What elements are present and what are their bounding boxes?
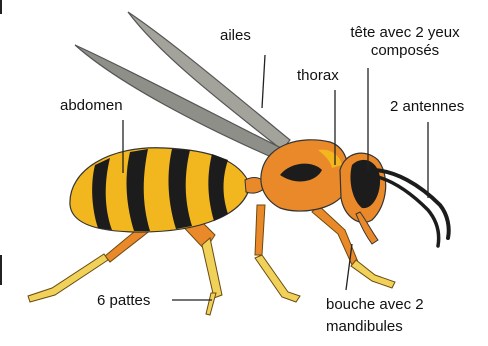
leg-mid-tibia <box>255 255 300 302</box>
label-head: tête avec 2 yeux composés <box>335 24 475 60</box>
leg-hind2-tibia <box>28 254 108 302</box>
label-legs: 6 pattes <box>97 292 150 310</box>
head <box>340 153 386 244</box>
leg-front-tarsus <box>351 260 395 288</box>
edge-mark-top <box>0 0 2 14</box>
label-mouth: bouche avec 2 mandibules <box>326 294 471 338</box>
wings <box>75 12 290 160</box>
leader-wings <box>262 55 265 108</box>
label-antennae: 2 antennes <box>390 98 464 116</box>
wing-upper <box>128 12 290 150</box>
label-wings: ailes <box>220 27 251 45</box>
edge-mark-bottom <box>0 255 2 285</box>
abdomen <box>70 148 250 232</box>
label-thorax: thorax <box>297 67 339 85</box>
leg-hind-tarsus <box>206 293 216 315</box>
label-abdomen: abdomen <box>60 97 123 115</box>
leg-mid-femur <box>255 205 265 255</box>
leg-hind-tibia <box>202 238 222 298</box>
